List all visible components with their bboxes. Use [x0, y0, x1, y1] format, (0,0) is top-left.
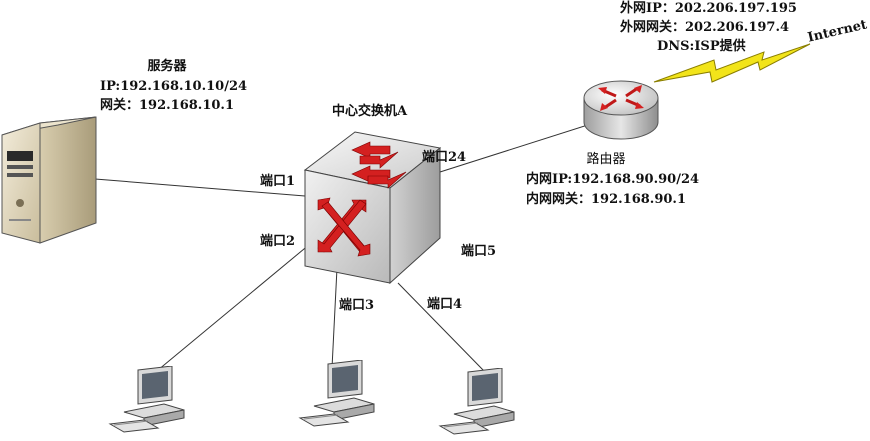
router-lan-gateway: 内网网关：192.168.90.1	[526, 192, 686, 207]
lightning-bolt-icon	[653, 43, 811, 83]
server-ip: IP:192.168.10.10/24	[100, 79, 248, 94]
router-wan-ip: 外网IP：202.206.197.195	[620, 1, 797, 16]
router-wan-gateway: 外网网关：202.206.197.4	[620, 20, 790, 35]
router-title: 路由器	[586, 152, 626, 167]
server-tower-icon	[1, 116, 97, 244]
edge-switch-pc2	[331, 267, 338, 369]
server-title: 服务器	[147, 59, 187, 74]
switch-cube-icon	[303, 131, 442, 285]
edge-server-switch	[94, 178, 306, 197]
port-label-5: 端口5	[461, 244, 497, 259]
edge-switch-pc3	[397, 282, 486, 373]
router-icon	[583, 80, 659, 140]
port-label-1: 端口1	[260, 174, 296, 189]
port-label-2: 端口2	[260, 234, 296, 249]
router-dns: DNS:ISP提供	[657, 39, 746, 54]
edge-switch-pc1	[151, 243, 311, 376]
desktop-pc-icon	[108, 366, 185, 433]
port-label-24: 端口24	[422, 150, 467, 165]
desktop-pc-icon	[298, 360, 375, 427]
switch-title: 中心交换机A	[332, 104, 408, 119]
port-label-4: 端口4	[427, 297, 463, 312]
server-gateway: 网关：192.168.10.1	[100, 98, 234, 113]
desktop-pc-icon	[438, 368, 515, 435]
port-label-3: 端口3	[339, 298, 375, 313]
edge-switch-router	[439, 122, 595, 173]
router-lan-ip: 内网IP:192.168.90.90/24	[526, 172, 700, 187]
